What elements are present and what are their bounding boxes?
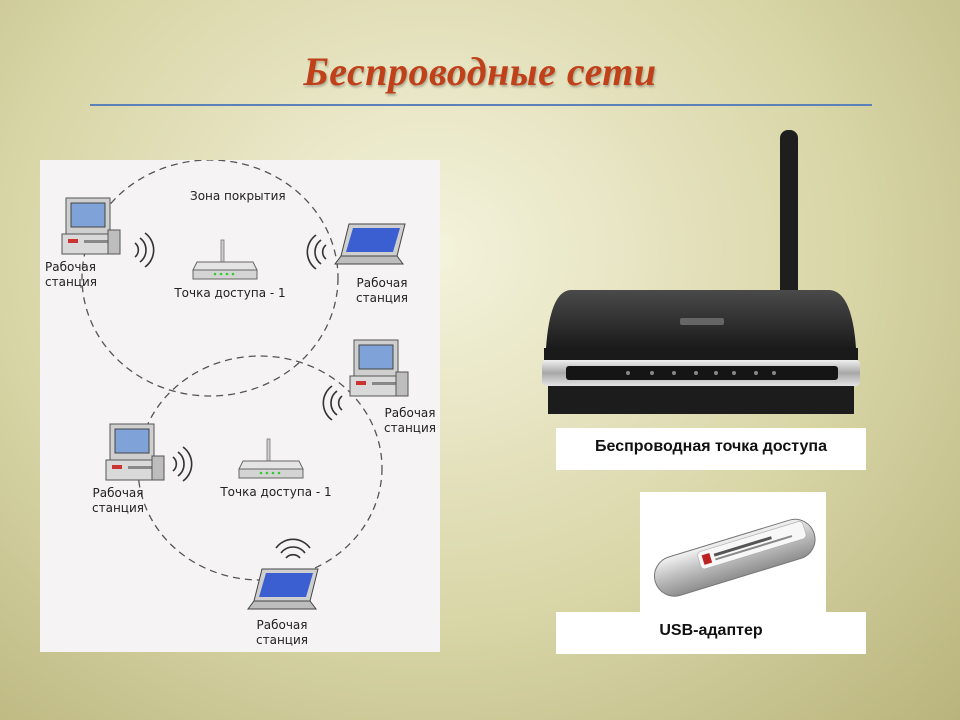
- signal-waves-3-icon: [322, 385, 343, 421]
- workstation-5-label-line2: станция: [256, 633, 308, 647]
- diagram-canvas: [61, 160, 409, 610]
- workstation-1-label: Рабочая станция: [45, 260, 97, 290]
- usb-drawing: [654, 518, 816, 597]
- workstation-2-label-line2: станция: [356, 291, 408, 305]
- workstation-1-label-line1: Рабочая: [45, 260, 96, 274]
- workstation-5-label: Рабочая станция: [254, 618, 310, 648]
- workstation-2-label-line1: Рабочая: [356, 276, 408, 290]
- access-point-1-icon: [192, 239, 258, 280]
- network-diagram: Зона покрытия Рабочая станция Точка дост…: [40, 160, 440, 652]
- workstation-4-icon: [105, 423, 165, 481]
- workstation-3-label-line2: станция: [384, 421, 436, 435]
- title-divider: [90, 104, 872, 106]
- workstation-5-label-line1: Рабочая: [256, 618, 308, 632]
- signal-waves-2-icon: [306, 234, 327, 270]
- usb-adapter-image: [640, 492, 826, 612]
- workstation-2-icon: [334, 223, 406, 265]
- workstation-1-label-line2: станция: [45, 275, 97, 289]
- signal-waves-1-icon: [134, 232, 155, 268]
- workstation-5-icon: [247, 568, 319, 610]
- workstation-3-label-line1: Рабочая: [384, 406, 436, 420]
- signal-waves-4-icon: [172, 446, 193, 482]
- signal-waves-5-icon: [275, 538, 311, 559]
- router-drawing: [542, 130, 860, 414]
- coverage-zone-1: [81, 160, 339, 397]
- workstation-4-label-line1: Рабочая: [92, 486, 144, 500]
- access-point-1-label: Точка доступа - 1: [174, 286, 286, 300]
- workstation-1-icon: [61, 197, 121, 255]
- workstation-4-label: Рабочая станция: [90, 486, 146, 516]
- access-point-2-label: Точка доступа - 1: [220, 485, 332, 499]
- router-caption: Беспроводная точка доступа: [556, 428, 866, 470]
- wireless-router-image: [540, 128, 870, 428]
- workstation-3-icon: [349, 339, 409, 397]
- access-point-2-icon: [238, 438, 304, 479]
- slide-title: Беспроводные сети: [303, 49, 657, 94]
- coverage-zone-label: Зона покрытия: [190, 189, 286, 203]
- workstation-2-label: Рабочая станция: [354, 276, 410, 306]
- workstation-3-label: Рабочая станция: [382, 406, 438, 436]
- usb-caption: USB-адаптер: [556, 612, 866, 654]
- workstation-4-label-line2: станция: [92, 501, 144, 515]
